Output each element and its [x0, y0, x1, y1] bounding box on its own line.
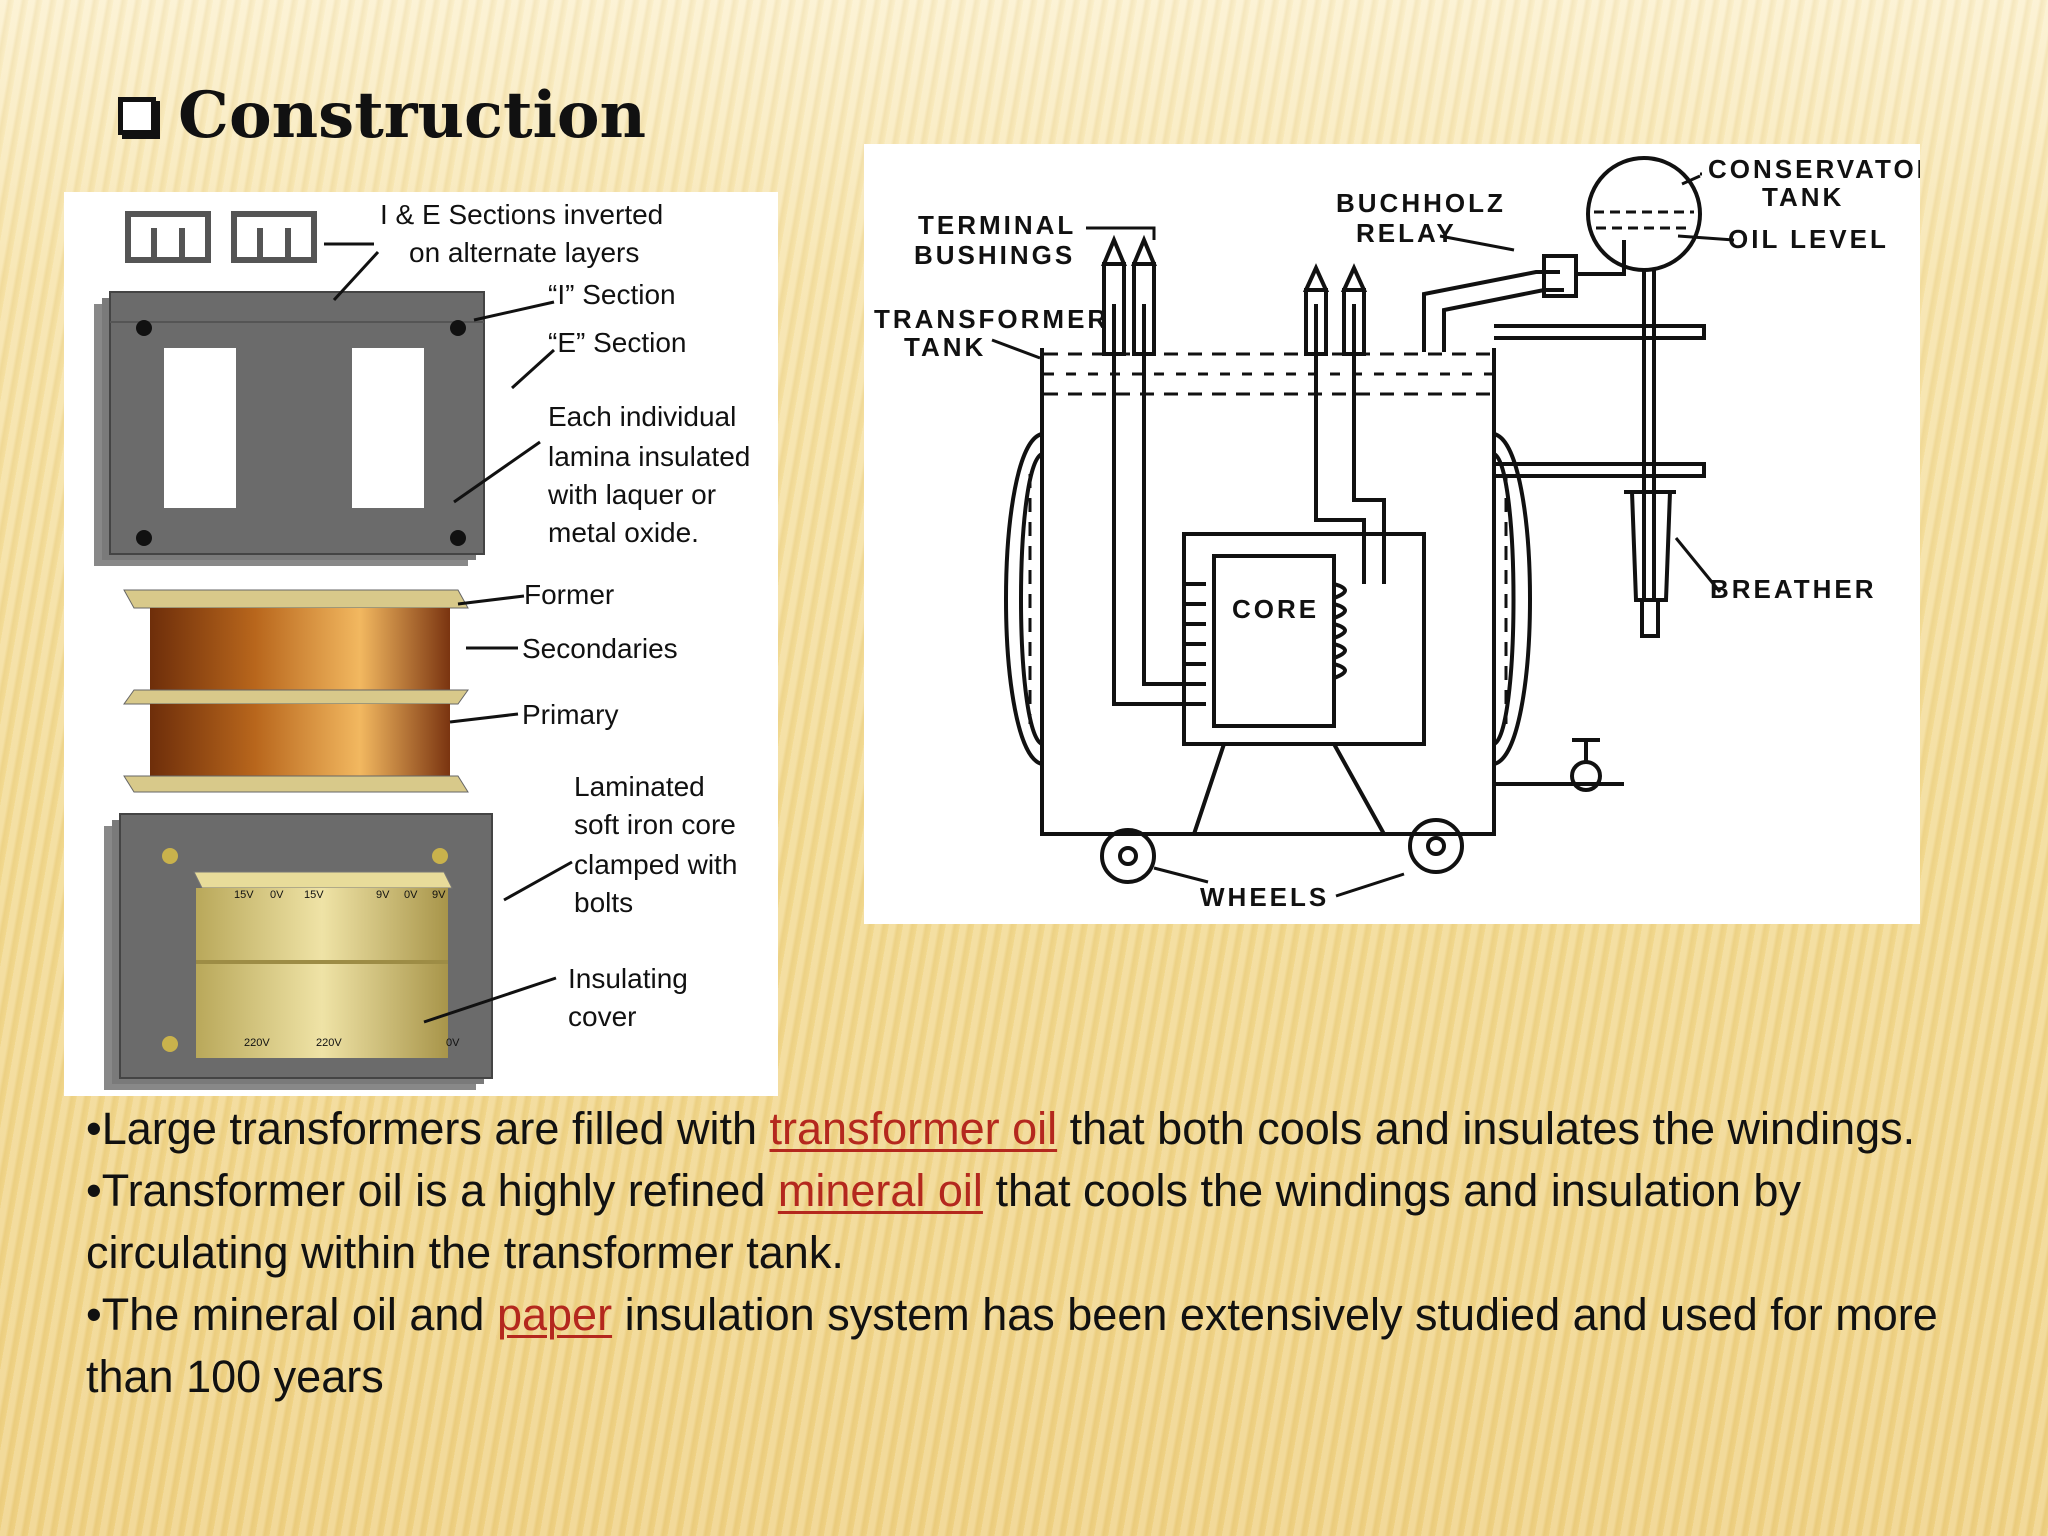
tap-0v-c: 0V — [446, 1037, 460, 1049]
label-ie-sections: I & E Sections inverted — [380, 199, 663, 230]
label-core: CORE — [1232, 594, 1319, 624]
bullet-2-text-post: that cools the windings and insulation b… — [86, 1165, 1801, 1278]
tap-15v-b: 15V — [304, 889, 324, 901]
tap-0v-a: 0V — [270, 889, 284, 901]
label-lamina-3: with laquer or — [547, 479, 716, 510]
label-buchholz-2: RELAY — [1356, 218, 1457, 248]
label-core-1: Laminated — [574, 771, 705, 802]
tank-outline — [1004, 156, 1706, 884]
tap-9v-a: 9V — [376, 889, 390, 901]
label-cover-2: cover — [568, 1001, 636, 1032]
label-former: Former — [524, 579, 614, 610]
label-conservator-2: TANK — [1762, 182, 1844, 212]
label-terminal-1: TERMINAL — [918, 210, 1076, 240]
checkbox-square-icon — [118, 96, 156, 135]
label-core-3: clamped with — [574, 849, 737, 880]
clamped-core — [104, 813, 493, 1090]
label-primary: Primary — [522, 699, 618, 730]
label-i-section: “I” Section — [548, 279, 676, 310]
copper-coil — [123, 589, 469, 793]
tap-15v-a: 15V — [234, 889, 254, 901]
bullet-3-text-post: insulation system has been extensively s… — [86, 1289, 1938, 1402]
label-ie-sections-2: on alternate layers — [409, 237, 639, 268]
label-buchholz-1: BUCHHOLZ — [1336, 188, 1506, 218]
slide-title-text: Construction — [178, 78, 647, 153]
tap-220v-a: 220V — [244, 1037, 270, 1049]
label-conservator-1: CONSERVATOR — [1708, 154, 1920, 184]
label-lamina-4: metal oxide. — [548, 517, 699, 548]
tap-9v-b: 9V — [432, 889, 446, 901]
bullet-1-text-post: that both cools and insulates the windin… — [1057, 1103, 1916, 1154]
label-breather: BREATHER — [1710, 574, 1877, 604]
oil-transformer-diagram: TERMINAL BUSHINGS BUCHHOLZ RELAY CONSERV… — [864, 144, 1935, 924]
link-transformer-oil[interactable]: transformer oil — [769, 1103, 1058, 1154]
bullet-3-text-pre: •The mineral oil and — [86, 1289, 497, 1340]
label-secondaries: Secondaries — [522, 633, 678, 664]
left-leader-lines — [324, 242, 573, 1024]
label-cover-1: Insulating — [568, 963, 688, 994]
label-core-2: soft iron core — [574, 809, 736, 840]
laminated-core-svg: 15V 0V 15V 9V 0V 9V 220V 220V 0V I & E S… — [94, 199, 750, 1090]
oil-transformer-svg: TERMINAL BUSHINGS BUCHHOLZ RELAY CONSERV… — [874, 154, 1935, 912]
tap-220v-b: 220V — [316, 1037, 342, 1049]
label-lamina-2: lamina insulated — [548, 441, 750, 472]
label-terminal-2: BUSHINGS — [914, 240, 1075, 270]
bullet-item-1: •Large transformers are filled with tran… — [86, 1098, 1986, 1160]
link-mineral-oil[interactable]: mineral oil — [777, 1165, 983, 1216]
laminated-core-diagram: 15V 0V 15V 9V 0V 9V 220V 220V 0V I & E S… — [64, 192, 778, 1096]
bullet-list: •Large transformers are filled with tran… — [86, 1098, 1986, 1408]
bullet-1-text-pre: •Large transformers are filled with — [86, 1103, 770, 1154]
slide-title: Construction — [118, 78, 646, 153]
label-tank-2: TANK — [904, 332, 986, 362]
bullet-item-2: •Transformer oil is a highly refined min… — [86, 1160, 1986, 1284]
label-oil-level: OIL LEVEL — [1728, 224, 1889, 254]
right-leader-lines — [991, 172, 1735, 898]
lamination-stack — [94, 291, 485, 566]
label-wheels: WHEELS — [1200, 882, 1329, 912]
ie-section-icons — [125, 211, 317, 263]
label-lamina-1: Each individual — [548, 401, 736, 432]
label-core-4: bolts — [574, 887, 633, 918]
bullet-2-text-pre: •Transformer oil is a highly refined — [86, 1165, 778, 1216]
link-paper[interactable]: paper — [496, 1289, 613, 1340]
tap-0v-b: 0V — [404, 889, 418, 901]
label-e-section: “E” Section — [548, 327, 687, 358]
bullet-item-3: •The mineral oil and paper insulation sy… — [86, 1284, 1986, 1408]
label-tank-1: TRANSFORMER — [874, 304, 1109, 334]
